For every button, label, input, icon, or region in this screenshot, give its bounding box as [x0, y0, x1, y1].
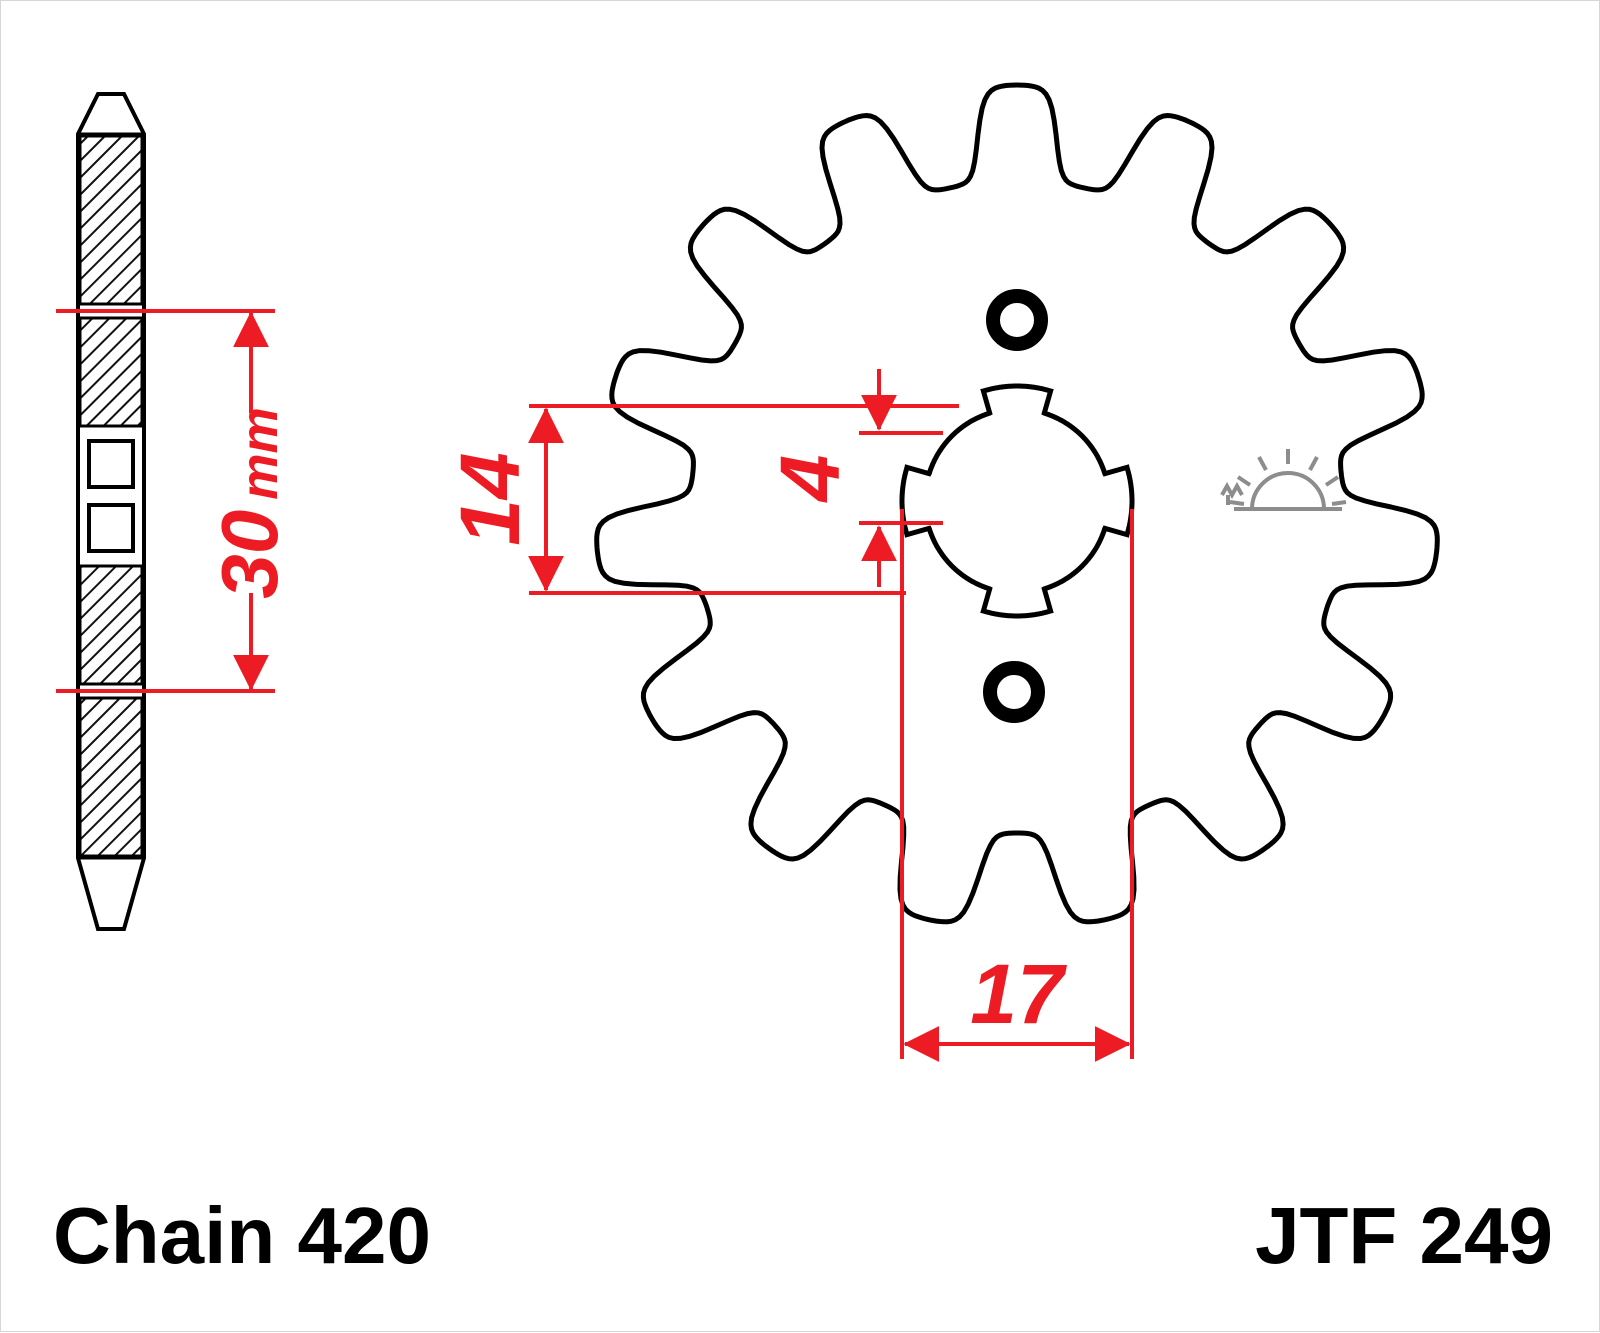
front-view — [594, 82, 1440, 925]
dim-label-30mm: 30mm — [205, 407, 294, 598]
roller-square-bottom — [87, 503, 135, 553]
hatch-band-1 — [78, 134, 144, 306]
dim-30mm: 30mm — [56, 309, 294, 693]
jt-logo-sun — [1250, 471, 1326, 510]
chain-label: Chain 420 — [53, 1191, 431, 1280]
hatch-band-3 — [78, 564, 144, 686]
dim-label-17: 17 — [970, 947, 1067, 1041]
hatch-band-2 — [78, 316, 144, 428]
part-number-label: JTF 249 — [1255, 1191, 1553, 1280]
jt-logo — [1220, 449, 1347, 511]
mount-hole-top — [986, 289, 1048, 351]
spline-bore — [899, 383, 1135, 619]
dim-label-14: 14 — [443, 452, 537, 545]
hatch-band-4 — [78, 696, 144, 858]
side-view — [76, 92, 146, 931]
dim-14: 14 — [443, 404, 959, 595]
roller-square-top — [87, 439, 135, 489]
jt-logo-mark — [1220, 481, 1244, 505]
dim-17: 17 — [900, 509, 1134, 1062]
mount-hole-bottom — [983, 661, 1045, 723]
dim-label-4: 4 — [763, 455, 857, 504]
jt-logo-rays — [1229, 449, 1347, 506]
